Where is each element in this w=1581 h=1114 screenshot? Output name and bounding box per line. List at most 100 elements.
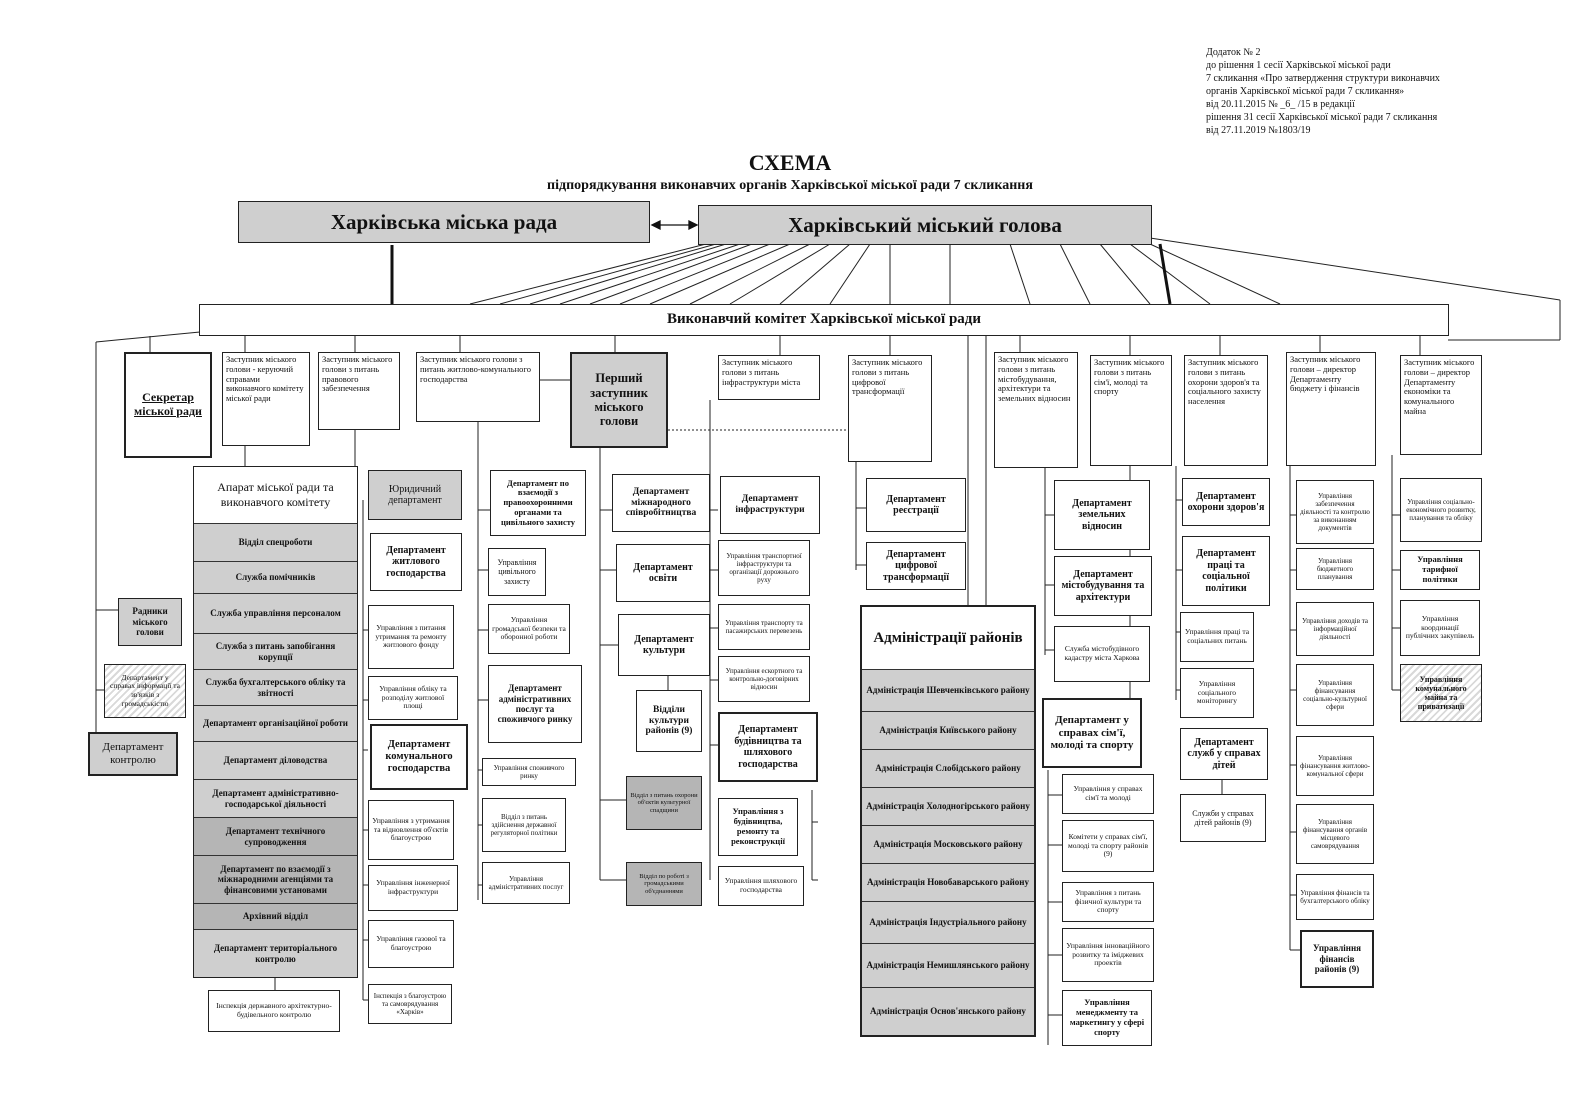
mayor-box: Харківський міський голова — [698, 205, 1152, 245]
gas-improvement-box: Управління газової та благоустрою — [368, 920, 454, 968]
regulatory-policy-box: Відділ з питань здійснення державної рег… — [482, 798, 566, 852]
apparatus-item: Служба управління персоналом — [194, 593, 357, 633]
children-services-box: Департамент служб у справах дітей — [1180, 728, 1268, 780]
district-item: Адміністрація Новобаварського району — [862, 863, 1034, 901]
apparatus-item: Відділ спецроботи — [194, 523, 357, 561]
apparatus-item: Департамент технічного супроводження — [194, 817, 357, 855]
appendix-line: від 27.11.2019 №1803/19 — [1206, 125, 1311, 136]
appendix-note: Додаток № 2 до рішення 1 сесії Харківськ… — [1206, 46, 1506, 137]
budget-item: Управління фінансування органів місцевог… — [1296, 804, 1374, 864]
health-department-box: Департамент охорони здоров'я — [1182, 478, 1270, 526]
budget-item: Управління фінансів районів (9) — [1300, 930, 1374, 988]
apparatus-item: Архівний відділ — [194, 903, 357, 929]
deputy-urban-box: Заступник міського голови з питань місто… — [994, 352, 1078, 468]
heritage-department-box: Відділ з питань охорони об'єктів культур… — [626, 776, 702, 830]
apparatus-title: Апарат міської ради та виконавчого коміт… — [217, 480, 334, 509]
social-monitoring-box: Управління соціального моніторингу — [1180, 668, 1254, 718]
apparatus-item: Департамент територіального контролю — [194, 929, 357, 977]
communal-improvement-box: Управління з утримання та відновлення об… — [368, 800, 454, 860]
housing-department-box: Департамент житлового господарства — [370, 533, 462, 591]
deputy-budget-box: Заступник міського голови – директор Деп… — [1286, 352, 1376, 466]
district-item: Адміністрація Московського району — [862, 825, 1034, 863]
sport-marketing-box: Управління менеджменту та маркетингу у с… — [1062, 990, 1152, 1046]
deputy-housing-box: Заступник міського голови з питань житло… — [416, 352, 540, 422]
control-department-box: Департамент контролю — [88, 732, 178, 776]
apparatus-item: Департамент адміністративно-господарсько… — [194, 779, 357, 817]
scheme-title: СХЕМА — [748, 150, 832, 175]
apparatus-item: Департамент діловодства — [194, 741, 357, 779]
family-department-box: Департамент у справах сім'ї, молоді та с… — [1042, 698, 1142, 768]
consumer-market-box: Управління споживчого ринку — [482, 758, 576, 786]
contracts-box: Управління ескортного та контрольно-дого… — [718, 656, 810, 702]
urban-planning-box: Департамент містобудування та архітектур… — [1054, 556, 1152, 616]
district-item: Адміністрація Київського району — [862, 711, 1034, 749]
innovation-projects-box: Управління інноваційного розвитку та імі… — [1062, 928, 1154, 982]
economy-item: Управління координації публічних закупів… — [1400, 600, 1480, 656]
appendix-line: органів Харківської міської ради 7 склик… — [1206, 86, 1405, 97]
physical-culture-box: Управління з питань фізичної культури та… — [1062, 882, 1154, 922]
deputy-affairs-box: Заступник міського голови - керуючий спр… — [222, 352, 310, 446]
deputy-legal-box: Заступник міського голови з питань право… — [318, 352, 400, 430]
deputy-digital-box: Заступник міського голови з питань цифро… — [848, 355, 932, 462]
law-enforcement-department-box: Департамент по взаємодії з правоохоронни… — [490, 470, 586, 536]
budget-item: Управління фінансування соціально-культу… — [1296, 664, 1374, 726]
economy-item: Управління соціально-економічного розвит… — [1400, 478, 1482, 542]
appendix-line: Додаток № 2 — [1206, 47, 1261, 58]
apparatus-item: Департамент організаційної роботи — [194, 705, 357, 741]
deputy-infrastructure-box: Заступник міського голови з питань інфра… — [718, 355, 820, 400]
scheme-subtitle: підпорядкування виконавчих органів Харкі… — [547, 178, 1033, 193]
intl-cooperation-box: Департамент міжнародного співробітництва — [612, 474, 710, 532]
economy-item: Управління комунального майна та привати… — [1400, 664, 1482, 722]
districts-stack: Адміністрації районів Адміністрація Шевч… — [860, 605, 1036, 1037]
civil-protection-box: Управління цивільного захисту — [488, 548, 546, 596]
infrastructure-department-box: Департамент інфраструктури — [720, 476, 820, 534]
improvement-inspection-box: Інспекція з благоустрою та самоврядуванн… — [368, 984, 452, 1024]
architecture-inspection-box: Інспекція державного архітектурно-будіве… — [208, 990, 340, 1032]
construction-department-box: Департамент будівництва та шляхового гос… — [718, 712, 818, 782]
secretary-box: Секретар міської ради — [124, 352, 212, 458]
apparatus-item: Служба з питань запобігання корупції — [194, 633, 357, 669]
apparatus-stack: Апарат міської ради та виконавчого коміт… — [193, 466, 358, 978]
road-economy-box: Управління шляхового господарства — [718, 866, 804, 906]
deputy-family-box: Заступник міського голови з питань сім'ї… — [1090, 355, 1172, 466]
apparatus-item: Служба бухгалтерського обліку та звітнос… — [194, 669, 357, 705]
appendix-line: рішення 31 сесії Харківської міської рад… — [1206, 112, 1438, 123]
district-item: Адміністрація Слобідського району — [862, 749, 1034, 787]
labor-social-box: Департамент праці та соціальної політики — [1182, 536, 1270, 606]
culture-department-box: Департамент культури — [618, 614, 710, 676]
deputy-health-box: Заступник міського голови з питань охоро… — [1184, 355, 1268, 466]
district-item: Адміністрація Шевченківського району — [862, 669, 1034, 711]
admin-services-box: Управління адміністративних послуг — [482, 862, 570, 904]
children-districts-box: Служби у справах дітей районів (9) — [1180, 794, 1266, 842]
appendix-line: від 20.11.2015 № _6_ /15 в редакції — [1206, 99, 1355, 110]
district-item: Адміністрація Немишлянського району — [862, 943, 1034, 987]
city-council-box: Харківська міська рада — [238, 201, 650, 243]
admin-services-department-box: Департамент адміністративних послуг та с… — [488, 665, 582, 743]
family-youth-box: Управління у справах сім'ї та молоді — [1062, 774, 1154, 814]
communal-department-box: Департамент комунального господарства — [370, 724, 468, 790]
budget-item: Управління забезпечення діяльності та ко… — [1296, 480, 1374, 544]
district-item: Адміністрація Індустріального району — [862, 901, 1034, 943]
registration-department-box: Департамент реєстрації — [866, 478, 966, 532]
education-department-box: Департамент освіти — [616, 544, 710, 602]
budget-item: Управління бюджетного планування — [1296, 548, 1374, 590]
economy-item: Управління тарифної політики — [1400, 550, 1480, 590]
legal-department-box: Юридичний департамент — [368, 470, 462, 520]
labor-social-issues-box: Управління праці та соціальних питань — [1180, 612, 1254, 662]
district-item: Адміністрація Основ'янського району — [862, 987, 1034, 1035]
apparatus-item: Департамент по взаємодії з міжнародними … — [194, 855, 357, 903]
digital-transformation-box: Департамент цифрової трансформації — [866, 542, 966, 590]
district-item: Адміністрація Холодногірського району — [862, 787, 1034, 825]
public-safety-box: Управління громадської безпеки та оборон… — [488, 604, 570, 654]
public-associations-box: Відділ по роботі з громадськими об'єднан… — [626, 862, 702, 906]
land-relations-box: Департамент земельних відносин — [1054, 480, 1150, 550]
cadastre-service-box: Служба містобудівного кадастру міста Хар… — [1054, 626, 1150, 682]
appendix-line: 7 скликання «Про затвердження структури … — [1206, 73, 1440, 84]
executive-committee-box: Виконавчий комітет Харківської міської р… — [199, 304, 1449, 336]
advisers-box: Радники міського голови — [118, 598, 182, 646]
budget-item: Управління доходів та інформаційної діял… — [1296, 602, 1374, 656]
family-committees-box: Комітети у справах сім'ї, молоді та спор… — [1062, 820, 1154, 872]
housing-repair-box: Управління з питання утримання та ремонт… — [368, 605, 454, 669]
culture-districts-box: Відділи культури районів (9) — [636, 690, 702, 752]
transport-infra-box: Управління транспортної інфраструктури т… — [718, 540, 810, 596]
